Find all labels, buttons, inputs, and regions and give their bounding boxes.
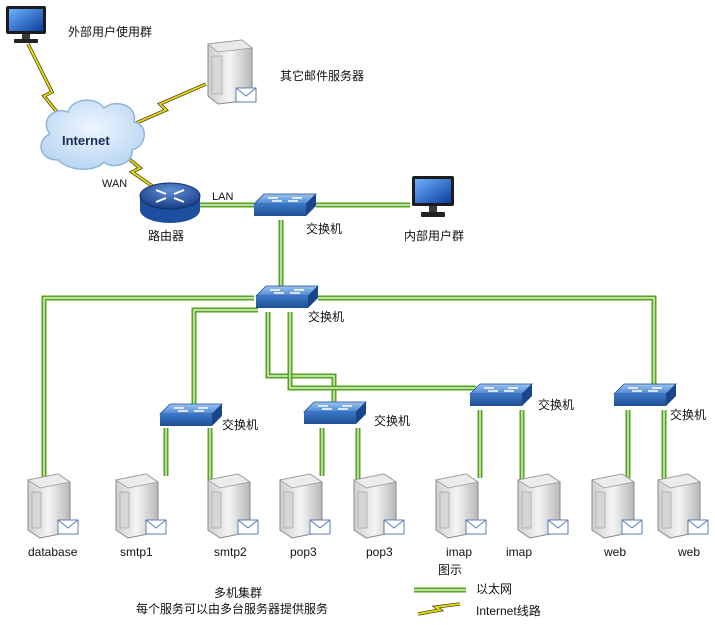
server-icon-smtp1 [114,473,167,539]
server-label-webb: web [678,545,701,559]
switch1-label: 交换机 [306,222,343,236]
lan-label: LAN [212,191,234,203]
link-switch2-imap-switch [287,312,476,391]
server-label-weba: web [604,545,627,559]
other-mail-server-icon [207,39,257,105]
imap-switch-label: 交换机 [538,398,575,412]
server-icon-webb [656,473,709,539]
server-label-smtp2: smtp2 [214,545,247,559]
switch2-icon [255,285,319,308]
legend-internet-label: Internet线路 [476,604,541,618]
server-label-smtp1: smtp1 [120,545,153,559]
server-label-database: database [28,545,78,559]
lightning-mail-servers [119,82,207,132]
server-label-imapb: imap [506,545,533,559]
switch2-label: 交换机 [308,310,345,324]
legend-internet-marker [417,602,461,616]
switch1-icon [253,193,317,216]
link-switch2-web-switch [318,295,657,388]
other-mail-servers-label: 其它邮件服务器 [280,69,365,83]
server-icon-pop3b [352,473,405,539]
server-icon-imapb [516,473,569,539]
internet-cloud [40,99,145,170]
server-icon-database [26,473,79,539]
imap-switch-icon [469,383,533,406]
external-user-pc-icon [6,6,46,43]
router-icon [139,182,201,223]
servers [26,473,709,539]
external-users-label: 外部用户使用群 [68,25,153,39]
web-switch-icon [613,383,677,406]
router-label: 路由器 [148,229,185,243]
internet-label: Internet [62,133,110,148]
server-label-imapa: imap [446,545,473,559]
server-icon-smtp2 [206,473,259,539]
legend-ethernet-label: 以太网 [476,582,513,596]
pop3-switch-icon [303,401,367,424]
ethernet-links [41,202,667,480]
server-label-pop3b: pop3 [366,545,393,559]
caption-line2: 每个服务可以由多台服务器提供服务 [136,602,329,616]
smtp-switch-icon [159,403,223,426]
link-switch2-database [41,295,254,478]
wan-label: WAN [102,178,128,190]
smtp-switch-label: 交换机 [222,418,259,432]
link-switch2-smtp-switch [191,307,258,408]
legend-title: 图示 [438,563,463,577]
server-icon-weba [590,473,643,539]
internal-users-label: 内部用户群 [404,229,465,243]
server-label-pop3a: pop3 [290,545,317,559]
server-icon-pop3a [278,473,331,539]
web-switch-label: 交换机 [670,408,707,422]
pop3-switch-label: 交换机 [374,414,411,428]
switches [159,193,677,426]
server-icon-imapa [434,473,487,539]
internal-user-pc-icon [412,176,454,217]
caption-line1: 多机集群 [214,586,263,600]
